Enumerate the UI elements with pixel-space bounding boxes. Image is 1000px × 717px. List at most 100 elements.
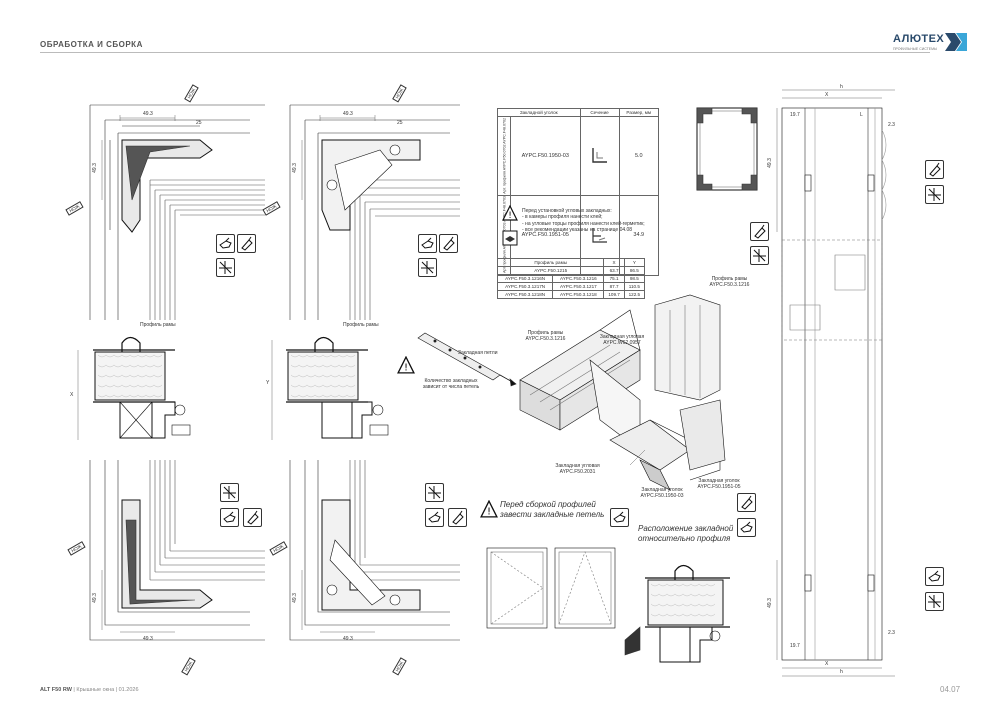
sealant-icon (737, 493, 756, 512)
sealant-icon (243, 508, 262, 527)
cutter-icon (925, 185, 944, 204)
right-elevation (776, 89, 895, 677)
sealant-icon (448, 508, 467, 527)
cutter-icon (925, 592, 944, 611)
dim-label: 25 (397, 120, 403, 126)
glue-icon (425, 508, 444, 527)
table-row: AYPC.F50.3.1217N AYPC.F50.3.1217 87.7 11… (496, 282, 646, 291)
dim-label: 49.3 (291, 163, 298, 173)
svg-text:!: ! (508, 211, 512, 221)
profile-table: Закладной уголок Сечение Размер, мм Арт.… (497, 108, 660, 276)
dim-label: h (840, 84, 843, 90)
dim-label: 49.3 (343, 636, 353, 642)
cutter-icon (425, 483, 444, 502)
frame-profile-table: Профиль рамы X Y AYPC.F50.1215 63.7 86.5… (496, 258, 646, 299)
page-number: 04.07 (940, 685, 961, 694)
note-line: - на угловые торцы профиля нанести клей-… (522, 220, 645, 227)
section-title: ОБРАБОТКА И СБОРКА (40, 40, 143, 49)
note-line: Перед установкой угловых закладных: (522, 208, 612, 214)
frame-section-left (77, 336, 191, 440)
table-row: AYPC.F50.3.1218N AYPC.F50.3.1218 109.7 1… (496, 290, 646, 299)
svg-text:!: ! (487, 507, 491, 518)
footer-subtitle: | Крышные окна | 01.2026 (71, 687, 139, 693)
dim-label: 49.3 (343, 111, 353, 117)
inserts-count-label: Количество закладных зависит от числа пе… (422, 378, 480, 390)
stack-icon (502, 230, 518, 246)
dim-label: 25 (196, 120, 202, 126)
hinge-insert-label: Закладная петли (458, 350, 498, 356)
warning-icon: ! (502, 205, 518, 221)
dim-label: 49.3 (143, 111, 153, 117)
dim-label: 49.3 (291, 593, 298, 603)
corner-1950-label: Закладная уголок AYPC.F50.1950-03 (640, 487, 684, 499)
glue-icon (925, 567, 944, 586)
svg-text:!: ! (404, 363, 408, 374)
dim-label: 49.3 (91, 163, 98, 173)
dim-label: X (825, 661, 829, 667)
location-note: Расположение закладной относительно проф… (638, 524, 734, 543)
window-schematic (486, 547, 616, 629)
sealant-icon (237, 234, 256, 253)
corner-assembly-bottom-left (89, 460, 265, 641)
dim-label: X (70, 392, 74, 398)
table-header: X (603, 258, 625, 267)
dim-label: 49.3 (143, 636, 153, 642)
before-assembly-note: Перед сборкой профилей завести закладные… (500, 500, 605, 519)
note-line: - в камеры профиля нанести клей; (522, 214, 603, 221)
table-row: AYPC.F50.1215 63.7 86.5 (496, 266, 646, 275)
glue-icon (737, 518, 756, 537)
brand-mark-icon (945, 33, 967, 51)
corner-insert-outline (696, 107, 758, 191)
corner-assembly-bottom-middle (289, 460, 460, 641)
section-sketch-icon (591, 227, 607, 243)
cutter-icon (220, 483, 239, 502)
notes-block: Перед установкой угловых закладных: - в … (522, 208, 672, 233)
corner-w62-label: Закладная угловая AYPC.W62.0957 (599, 334, 645, 346)
frame-profile-1216-label-right: Профиль рамы AYPC.F50.3.1216 (709, 276, 750, 288)
frame-section-middle (271, 336, 389, 440)
isometric-assembly (519, 294, 726, 491)
frame-profile-label-left: Профиль рамы (140, 322, 176, 328)
sealant-icon (439, 234, 458, 253)
corner-assembly-top-middle (289, 104, 460, 320)
dim-label: Y (266, 380, 270, 386)
table-header: Профиль рамы (496, 258, 605, 267)
table-header: Y (623, 258, 646, 267)
footer-product: ALT F50 RW | Крышные окна | 01.2026 (40, 687, 139, 693)
brand-logo-subtext: ПРОФИЛЬНЫЕ СИСТЕМЫ (893, 47, 938, 51)
dim-label: 2.3 (888, 630, 895, 636)
corner-assembly-top-left (89, 104, 265, 320)
frame-profile-1216-label: Профиль рамы AYPC.F50.3.1216 (525, 330, 566, 342)
cutter-icon (750, 246, 769, 265)
table-group: Арт. профиля AYPC.F50.0702 AYPC.F48.0702 (497, 116, 511, 196)
header-divider (40, 52, 930, 53)
dim-label: 49.3 (91, 593, 98, 603)
table-cell: AYPC.F50.1950-03 (510, 116, 581, 196)
glue-icon (610, 508, 629, 527)
note-line: - все рекомендации указаны на странице 0… (522, 226, 633, 233)
corner-1951-label: Закладная уголок AYPC.F50.1951-05 (697, 478, 741, 490)
frame-profile-label-middle: Профиль рамы (343, 322, 379, 328)
cutter-icon (418, 258, 437, 277)
dim-label: 49.3 (766, 598, 773, 608)
dim-label: 49.3 (766, 158, 773, 168)
sealant-icon (750, 222, 769, 241)
table-header: Закладной уголок (497, 108, 581, 117)
dim-label: L (860, 112, 863, 118)
dim-label: 19.7 (790, 643, 800, 649)
glue-icon (418, 234, 437, 253)
dim-label: 2.3 (888, 122, 895, 128)
table-cell: 5.0 (618, 116, 660, 196)
glue-icon (220, 508, 239, 527)
table-row: AYPC.F50.3.1216N AYPC.F50.3.1216 75.1 98… (496, 274, 646, 283)
table-header: Сечение (579, 108, 620, 117)
glue-icon (216, 234, 235, 253)
footer-product-name: ALT F50 RW (40, 687, 72, 693)
corner-2031-label: Закладная угловая AYPC.F50.2031 (555, 463, 600, 475)
dim-label: 19.7 (790, 112, 800, 118)
dim-label: X (825, 92, 829, 98)
table-header: Размер, мм (618, 108, 660, 117)
sealant-icon (925, 160, 944, 179)
location-section (624, 564, 730, 663)
